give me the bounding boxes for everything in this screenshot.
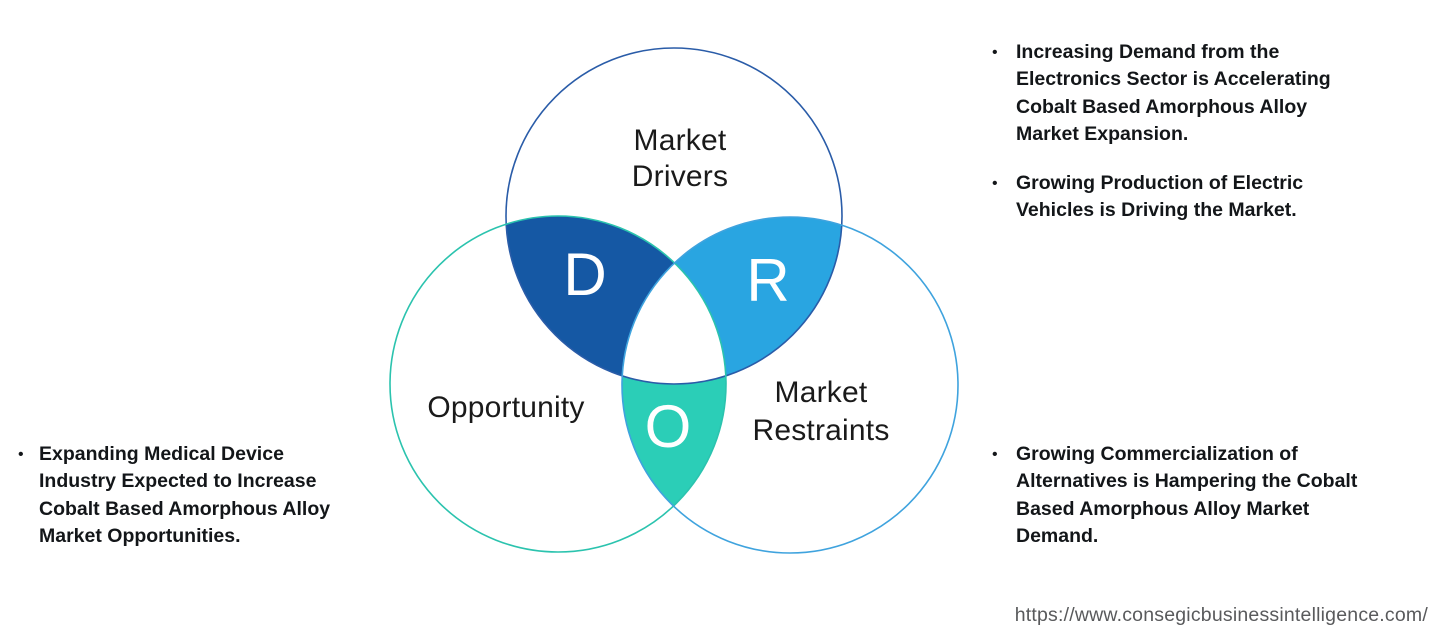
drivers-opportunity-overlap-shape (506, 216, 726, 384)
drivers-circle-label: Market Drivers (631, 124, 729, 193)
restraints-bullet-1-text: Growing Commercialization of Alternative… (1016, 443, 1358, 548)
drivers-circle-outline (505, 47, 843, 385)
bullet-dot-icon: • (18, 446, 24, 463)
drivers-restraints-overlap-shape (622, 217, 842, 384)
opportunity-circle-outline (389, 215, 727, 553)
bullet-dot-icon: • (992, 174, 998, 192)
drivers-bullet-1: • Increasing Demand from the Electronics… (992, 39, 1331, 149)
drivers-overlap-letter: D (563, 241, 607, 308)
source-url: https://www.consegicbusinessintelligence… (1014, 604, 1428, 626)
bullet-dot-icon: • (992, 446, 998, 463)
drivers-bullet-2-text: Growing Production of Electric Vehicles … (1016, 171, 1304, 222)
drivers-bullet-group: • Increasing Demand from the Electronics… (992, 39, 1331, 224)
opportunity-bullet-1-text: Expanding Medical Device Industry Expect… (39, 443, 331, 548)
bullet-dot-icon: • (992, 44, 998, 61)
opportunity-bullet-group: • Expanding Medical Device Industry Expe… (18, 441, 330, 551)
restraints-circle-label: Market Restraints (752, 376, 890, 447)
restraints-bullet-1: • Growing Commercialization of Alternati… (992, 441, 1357, 551)
opportunity-circle-label: Opportunity (427, 391, 585, 424)
restraints-circle-outline (621, 216, 959, 554)
opportunity-bullet-1: • Expanding Medical Device Industry Expe… (18, 441, 330, 551)
restraints-overlap-letter: R (746, 247, 790, 314)
drivers-bullet-1-text: Increasing Demand from the Electronics S… (1016, 41, 1331, 146)
restraints-bullet-group: • Growing Commercialization of Alternati… (992, 441, 1357, 551)
opportunity-overlap-letter: O (644, 393, 692, 460)
drivers-bullet-2: • Growing Production of Electric Vehicle… (992, 170, 1331, 225)
